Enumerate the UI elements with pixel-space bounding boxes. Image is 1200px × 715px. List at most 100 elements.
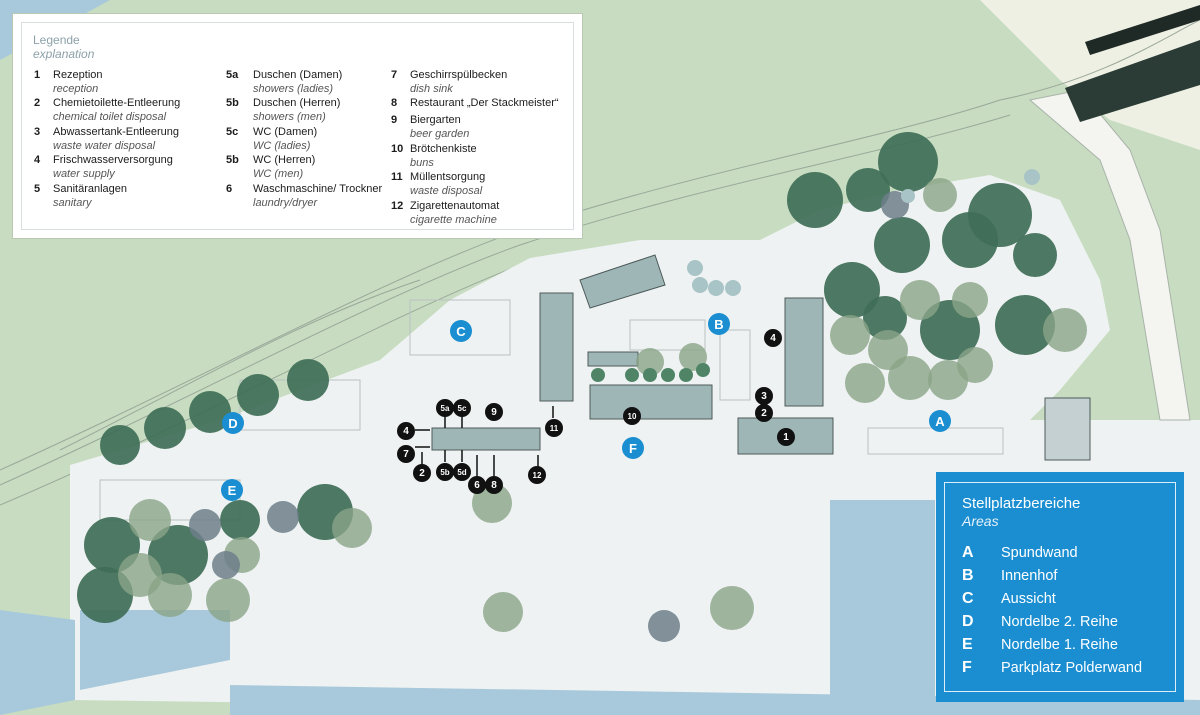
facility-marker: 3 — [755, 387, 773, 405]
area-marker: A — [929, 410, 951, 432]
legend-frame — [21, 22, 574, 230]
legend-label-de: Chemietoilette-Entleerung — [53, 97, 181, 109]
facility-marker: 2 — [413, 464, 431, 482]
area-letter: E — [962, 636, 973, 653]
legend-label-de: Müllentsorgung — [410, 171, 486, 183]
legend-label-en: reception — [53, 82, 99, 95]
area-marker: E — [221, 479, 243, 501]
facility-marker: 4 — [764, 329, 782, 347]
legend-number: 9 — [391, 114, 398, 126]
facility-marker: 11 — [545, 419, 563, 437]
legend-label-de: Duschen (Damen) — [253, 69, 343, 81]
legend-label-de: Restaurant „Der Stackmeister“ — [410, 97, 559, 109]
legend-label-de: Geschirrspülbecken — [410, 69, 508, 81]
legend-label-en: waste disposal — [410, 184, 483, 197]
legend-label: Restaurant „Der Stackmeister“ — [410, 97, 580, 111]
legend-label-en: dish sink — [410, 82, 453, 95]
legend-title: Legende — [33, 33, 80, 47]
facility-marker: 12 — [528, 466, 546, 484]
basin-right — [830, 500, 935, 700]
legend-label-en: WC (ladies) — [253, 139, 311, 152]
legend-label: Duschen (Damen)showers (ladies) — [253, 69, 423, 96]
area-marker: D — [222, 412, 244, 434]
area-marker: F — [622, 437, 644, 459]
facility-marker: 7 — [397, 445, 415, 463]
building-dark-1 — [1085, 5, 1200, 55]
facility-marker: 9 — [485, 403, 503, 421]
legend-number: 2 — [34, 97, 41, 109]
legend-label-de: Zigarettenautomat — [410, 200, 500, 212]
areas-title: Stellplatzbereiche — [962, 495, 1081, 512]
legend-label-en: buns — [410, 156, 434, 169]
water-basin-left — [80, 610, 230, 690]
area-marker: C — [450, 320, 472, 342]
legend-label-de: Abwassertank-Entleerung — [53, 126, 179, 138]
legend-label-en: showers (ladies) — [253, 82, 334, 95]
legend-label-de: Duschen (Herren) — [253, 97, 341, 109]
legend-label-en: laundry/dryer — [253, 196, 318, 209]
area-letter: D — [962, 613, 974, 630]
legend-number: 12 — [391, 200, 404, 212]
area-letter: C — [962, 590, 974, 607]
legend-label-de: Frischwasserversorgung — [53, 154, 173, 166]
facility-marker: 5b — [436, 463, 454, 481]
legend-number: 10 — [391, 143, 404, 155]
legend-number: 5a — [226, 69, 239, 81]
legend-label-de: Rezeption — [53, 69, 103, 81]
area-name: Parkplatz Polderwand — [1001, 660, 1143, 676]
legend-label: WC (Damen)WC (ladies) — [253, 126, 423, 153]
legend-label-de: Brötchenkiste — [410, 143, 477, 155]
area-name: Nordelbe 1. Reihe — [1001, 637, 1118, 653]
facility-marker: 1 — [777, 428, 795, 446]
legend-number: 5b — [226, 154, 239, 166]
water-bottom — [230, 685, 1200, 715]
legend-number: 3 — [34, 126, 41, 138]
legend-subtitle: explanation — [33, 47, 95, 61]
area-name: Aussicht — [1001, 591, 1056, 607]
facility-marker: 8 — [485, 476, 503, 494]
area-name: Nordelbe 2. Reihe — [1001, 614, 1118, 630]
legend-label-de: Waschmaschine/ Trockner — [253, 183, 383, 195]
legend-label-en: waste water disposal — [53, 139, 156, 152]
facility-marker: 10 — [623, 407, 641, 425]
area-name: Spundwand — [1001, 545, 1078, 561]
legend-label-en: water supply — [53, 167, 115, 180]
area-letter: B — [962, 567, 974, 584]
legend-number: 7 — [391, 69, 398, 81]
legend-number: 11 — [391, 171, 403, 183]
facility-marker: 5d — [453, 463, 471, 481]
areas-subtitle: Areas — [962, 513, 999, 529]
legend-label-de: WC (Herren) — [253, 154, 316, 166]
legend-number: 5c — [226, 126, 239, 138]
areas-frame — [944, 482, 1176, 692]
legend-label-de: WC (Damen) — [253, 126, 318, 138]
facility-marker: 5a — [436, 399, 454, 417]
buildings — [431, 254, 1091, 461]
legend-label-de: Sanitäranlagen — [53, 183, 128, 195]
trees — [77, 132, 1087, 642]
legend-label-de: Biergarten — [410, 114, 461, 126]
legend-number: 5b — [226, 97, 239, 109]
area-letter: F — [962, 659, 972, 676]
legend-number: 6 — [226, 183, 233, 195]
legend-number: 5 — [34, 183, 41, 195]
facility-marker: 4 — [397, 422, 415, 440]
legend-label-en: sanitary — [53, 196, 92, 209]
legend-label-en: cigarette machine — [410, 213, 497, 226]
facility-marker: 6 — [468, 476, 486, 494]
legend-label-en: chemical toilet disposal — [53, 110, 167, 123]
area-letter: A — [962, 544, 974, 561]
water-left — [0, 610, 75, 715]
legend-number: 1 — [34, 69, 41, 81]
